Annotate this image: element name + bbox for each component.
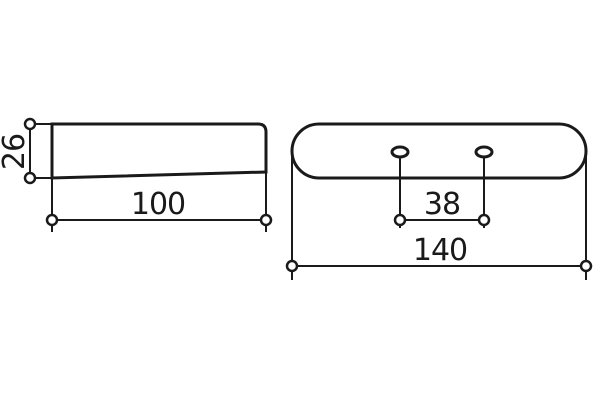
mounting-hole-left — [390, 145, 410, 159]
height-dimension-label: 26 — [0, 134, 32, 170]
hole-spacing-node-left — [393, 213, 407, 227]
side-length-node-left — [45, 213, 59, 227]
top-view: 38 140 — [285, 122, 593, 280]
overall-length-node-left — [285, 259, 299, 273]
side-view: 26 100 — [0, 117, 273, 232]
hole-spacing-node-right — [477, 213, 491, 227]
mounting-hole-right — [474, 145, 494, 159]
hole-spacing-dimension: 38 — [393, 157, 491, 228]
side-length-node-right — [259, 213, 273, 227]
side-length-dimension: 100 — [45, 172, 273, 232]
overall-length-dimension-label: 140 — [413, 233, 467, 268]
side-length-dimension-label: 100 — [131, 187, 185, 222]
side-view-profile — [50, 122, 268, 180]
height-dimension: 26 — [0, 117, 52, 185]
top-view-outline — [290, 122, 588, 180]
overall-length-dimension: 140 — [285, 151, 593, 280]
hole-spacing-dimension-label: 38 — [424, 187, 460, 222]
height-node-top — [23, 117, 37, 131]
overall-length-node-right — [579, 259, 593, 273]
height-node-bottom — [23, 171, 37, 185]
